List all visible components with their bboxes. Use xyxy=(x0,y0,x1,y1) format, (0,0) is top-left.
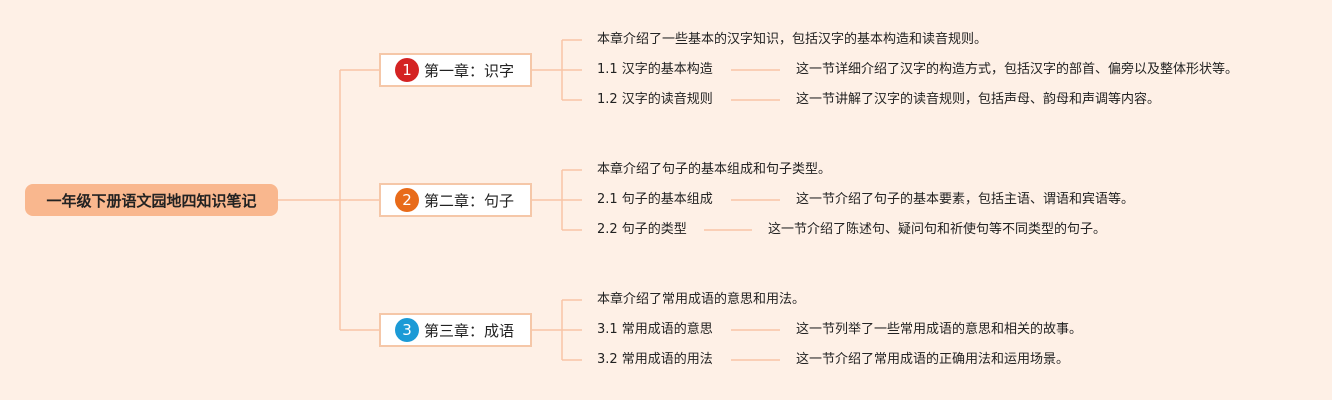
chapter-3-section-2-title[interactable]: 3.2 常用成语的用法 xyxy=(597,352,713,367)
chapter-1-summary[interactable]: 本章介绍了一些基本的汉字知识，包括汉字的基本构造和读音规则。 xyxy=(597,32,988,47)
root-title: 一年级下册语文园地四知识笔记 xyxy=(46,191,257,210)
chapter-1-number-badge: 1 xyxy=(395,58,419,82)
chapter-3-section-2-detail[interactable]: 这一节介绍了常用成语的正确用法和运用场景。 xyxy=(796,352,1070,367)
chapter-1-section-1-detail[interactable]: 这一节详细介绍了汉字的构造方式，包括汉字的部首、偏旁以及整体形状等。 xyxy=(796,62,1239,77)
chapter-2-number-badge: 2 xyxy=(395,188,419,212)
chapter-1-node[interactable]: 1 第一章：识字 xyxy=(379,53,532,87)
chapter-3-number-badge: 3 xyxy=(395,318,419,342)
chapter-2-node[interactable]: 2 第二章：句子 xyxy=(379,183,532,217)
chapter-1-title: 第一章：识字 xyxy=(424,61,515,80)
root-topic[interactable]: 一年级下册语文园地四知识笔记 xyxy=(25,184,278,216)
chapter-2-section-1-detail[interactable]: 这一节介绍了句子的基本要素，包括主语、谓语和宾语等。 xyxy=(796,192,1135,207)
chapter-3-section-1-detail[interactable]: 这一节列举了一些常用成语的意思和相关的故事。 xyxy=(796,322,1083,337)
chapter-2-title: 第二章：句子 xyxy=(424,191,515,210)
chapter-3-summary[interactable]: 本章介绍了常用成语的意思和用法。 xyxy=(597,292,806,307)
chapter-2-section-2-detail[interactable]: 这一节介绍了陈述句、疑问句和祈使句等不同类型的句子。 xyxy=(768,222,1107,237)
chapter-1-section-2-detail[interactable]: 这一节讲解了汉字的读音规则，包括声母、韵母和声调等内容。 xyxy=(796,92,1161,107)
chapter-2-summary[interactable]: 本章介绍了句子的基本组成和句子类型。 xyxy=(597,162,832,177)
chapter-2-section-1-title[interactable]: 2.1 句子的基本组成 xyxy=(597,192,713,207)
chapter-2-section-2-title[interactable]: 2.2 句子的类型 xyxy=(597,222,687,237)
chapter-3-section-1-title[interactable]: 3.1 常用成语的意思 xyxy=(597,322,713,337)
chapter-1-section-2-title[interactable]: 1.2 汉字的读音规则 xyxy=(597,92,713,107)
chapter-3-title: 第三章：成语 xyxy=(424,321,515,340)
chapter-1-section-1-title[interactable]: 1.1 汉字的基本构造 xyxy=(597,62,713,77)
chapter-3-node[interactable]: 3 第三章：成语 xyxy=(379,313,532,347)
